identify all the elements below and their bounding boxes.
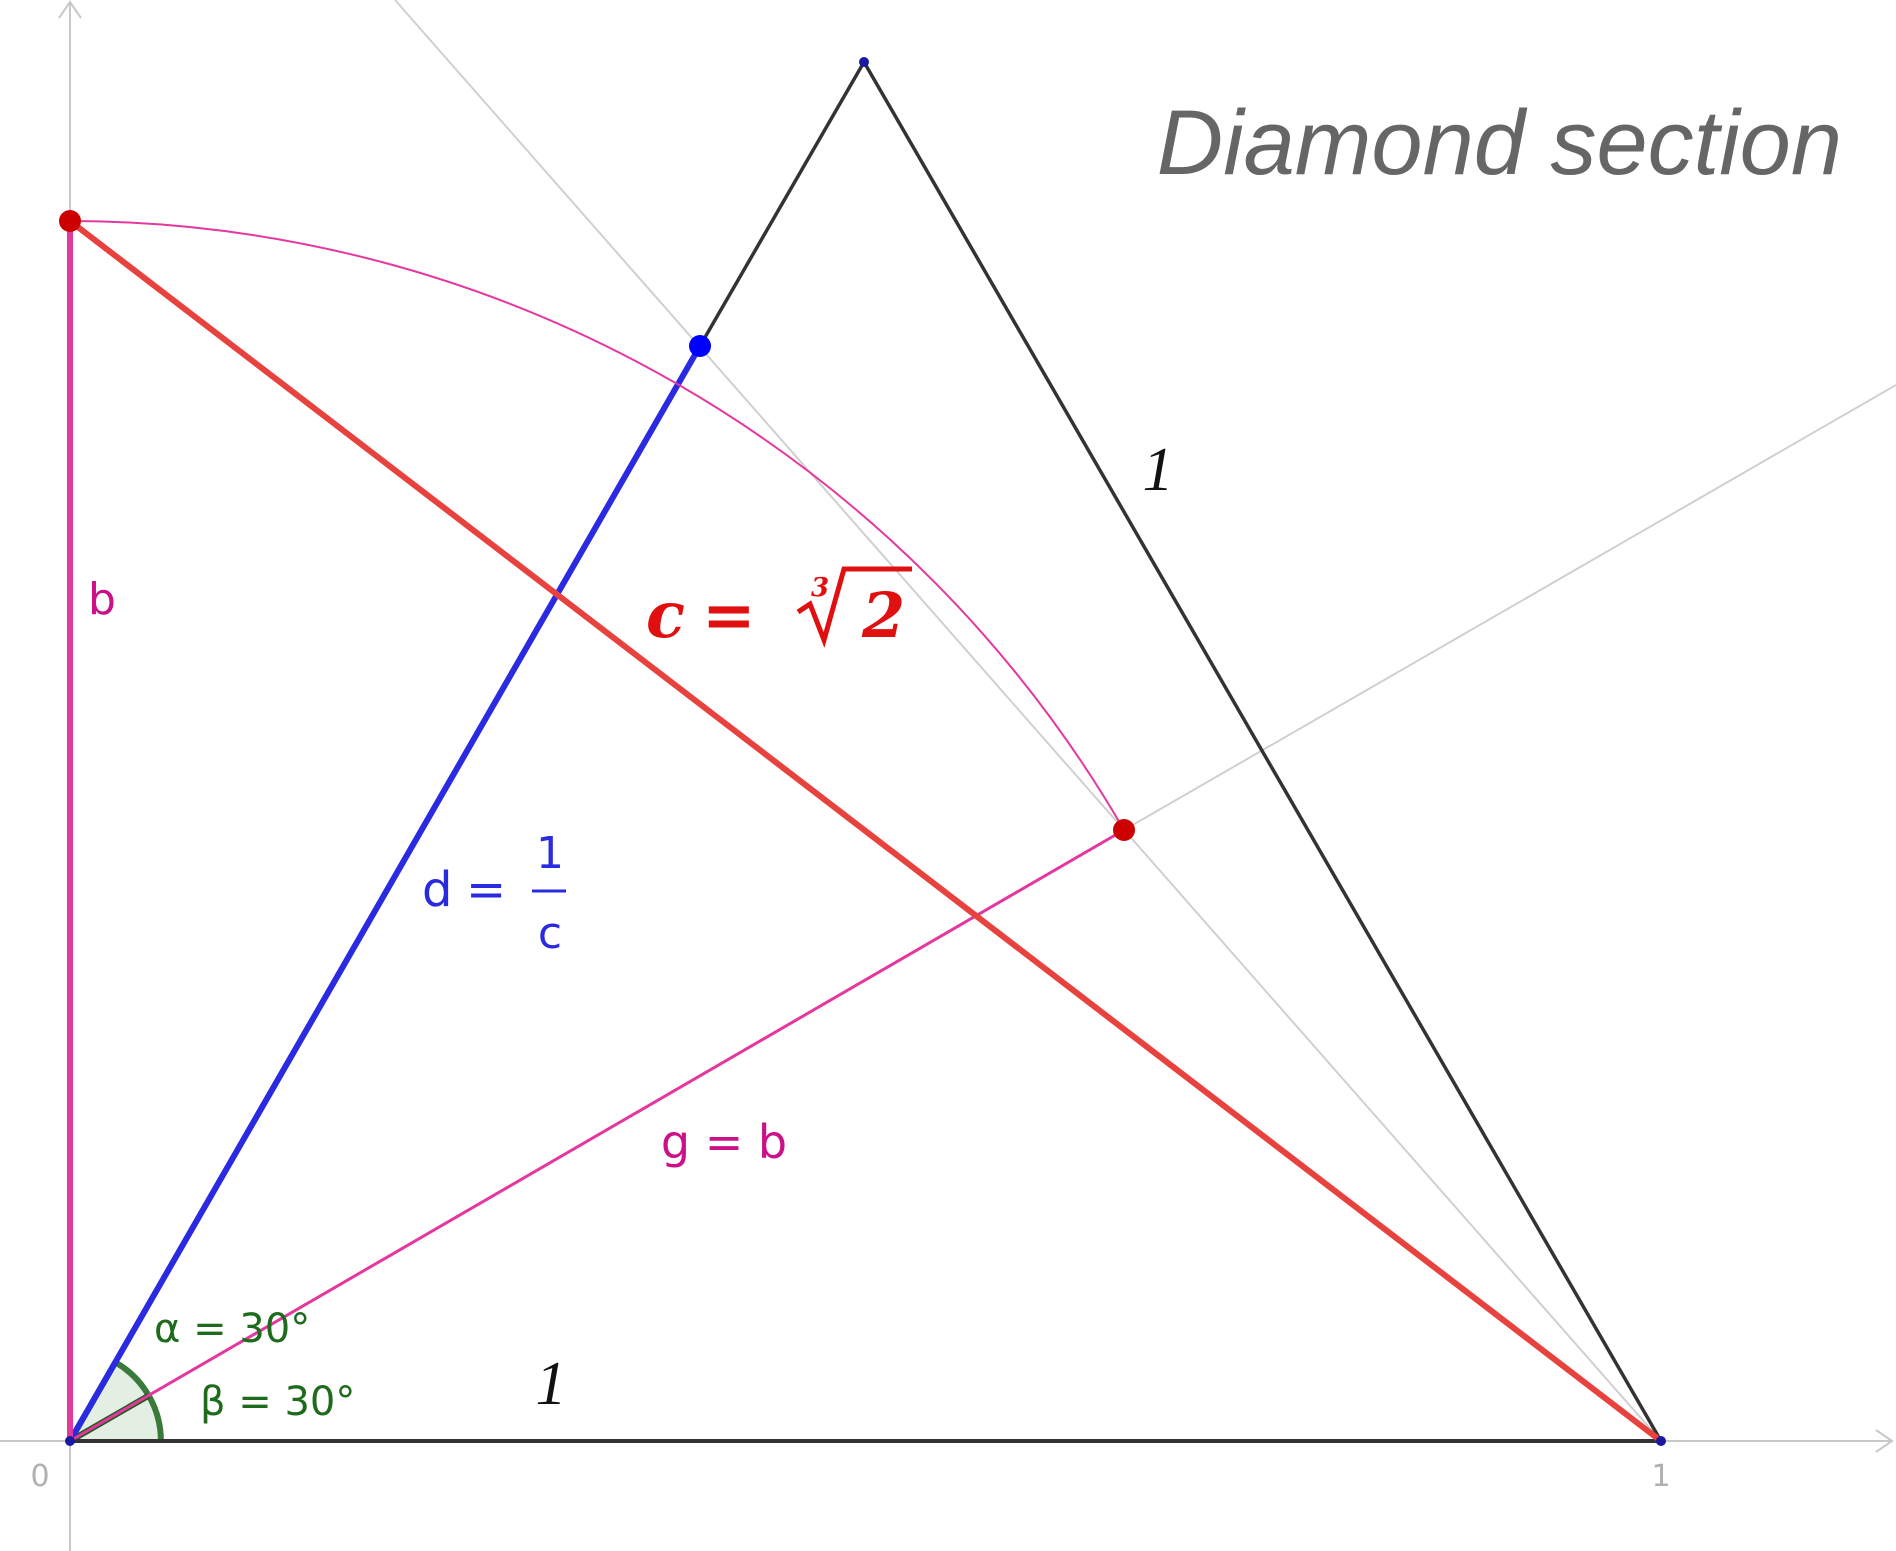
labels: Diamond section 1 1 b c = 3 2 d = 1 c g … xyxy=(88,92,1842,1425)
segment-c-line xyxy=(68,218,1663,1444)
auxiliary-lines xyxy=(394,0,1896,1442)
point-x1 xyxy=(1656,1436,1666,1446)
label-d-eq: = xyxy=(466,862,506,918)
title: Diamond section xyxy=(1157,92,1842,194)
arc-b xyxy=(69,220,1125,831)
radical-sign xyxy=(796,566,912,648)
label-c-eq: = xyxy=(702,578,756,653)
angle-beta-sector xyxy=(70,1362,149,1441)
label-b: b xyxy=(88,574,116,625)
point-apex xyxy=(859,57,869,67)
label-g: g = b xyxy=(661,1115,787,1169)
segment-d-line xyxy=(67,344,703,1443)
label-c-root-index: 3 xyxy=(811,573,829,603)
label-c-lhs: c xyxy=(646,578,685,653)
origin-label: 0 xyxy=(30,1459,49,1494)
magenta-elements xyxy=(67,220,1125,1443)
angle-markers xyxy=(67,1359,164,1444)
point-origin xyxy=(65,1436,75,1446)
label-beta: β = 30° xyxy=(200,1379,355,1425)
aux-line-diagonal xyxy=(394,0,1662,1442)
point-b-top xyxy=(59,210,81,232)
equilateral-triangle xyxy=(70,61,1663,1443)
segment-c xyxy=(68,218,1663,1444)
aux-line-30deg xyxy=(1123,384,1896,831)
x-tick-label-1: 1 xyxy=(1651,1459,1670,1494)
label-d-den: c xyxy=(538,908,562,959)
y-axis-arrow xyxy=(58,0,82,19)
label-d-lhs: d xyxy=(422,862,452,918)
label-side-bottom: 1 xyxy=(536,1350,567,1418)
point-arc-end xyxy=(1113,819,1135,841)
label-alpha: α = 30° xyxy=(154,1306,310,1352)
triangle-left-side-upper xyxy=(698,61,866,347)
label-c-radicand: 2 xyxy=(861,579,905,652)
points xyxy=(59,57,1666,1446)
label-side-right: 1 xyxy=(1143,436,1174,504)
triangle-right-side xyxy=(862,61,1663,1442)
segment-g xyxy=(69,828,1125,1443)
segment-d xyxy=(67,344,703,1443)
point-d-end xyxy=(689,335,711,357)
label-d-num: 1 xyxy=(536,828,564,879)
x-axis-arrow xyxy=(1875,1429,1894,1453)
